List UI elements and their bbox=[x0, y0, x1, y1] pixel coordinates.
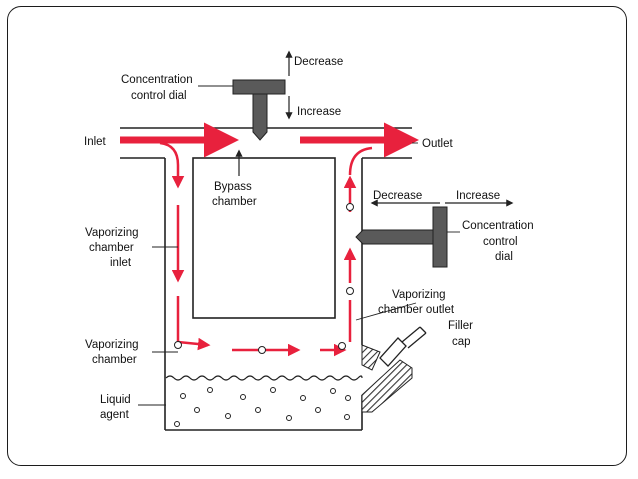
bypass-chamber-box bbox=[192, 157, 336, 319]
decrease-right-label: Decrease bbox=[373, 190, 422, 202]
increase-right-label: Increase bbox=[456, 190, 500, 202]
right-control-dial[interactable] bbox=[355, 206, 448, 268]
vaporizing-chamber-label-line2: chamber bbox=[92, 354, 137, 366]
inlet-label: Inlet bbox=[84, 136, 107, 148]
filler-cap-label-line1: Filler bbox=[448, 320, 473, 332]
slide-frame bbox=[7, 6, 627, 466]
liquid-bubbles bbox=[174, 387, 351, 427]
right-dial-label-line3: dial bbox=[495, 251, 513, 263]
top-dial-label-line1: Concentration bbox=[121, 74, 193, 86]
liquid-surface bbox=[165, 375, 363, 381]
filler-cap-label-line2: cap bbox=[452, 336, 471, 348]
flow-markers bbox=[174, 203, 354, 354]
vaporizing-outlet-label-line2: chamber outlet bbox=[378, 304, 455, 316]
right-dial-label-line1: Concentration bbox=[462, 220, 534, 232]
direction-arrows bbox=[235, 50, 514, 207]
right-dial-label-line2: control bbox=[483, 236, 518, 248]
decrease-top-label: Decrease bbox=[294, 56, 343, 68]
vaporizing-inlet-label-line2: chamber bbox=[89, 242, 134, 254]
top-control-dial[interactable] bbox=[232, 79, 286, 141]
increase-top-label: Increase bbox=[297, 106, 341, 118]
outlet-label: Outlet bbox=[422, 138, 453, 150]
liquid-agent-label-line2: agent bbox=[100, 409, 130, 421]
top-dial-label-line2: control dial bbox=[131, 90, 187, 102]
vaporizing-outlet-label-line1: Vaporizing bbox=[392, 289, 446, 301]
bypass-label-line2: chamber bbox=[212, 196, 257, 208]
leader-lines bbox=[138, 85, 460, 406]
bypass-label-line1: Bypass bbox=[214, 181, 252, 193]
vaporizing-inlet-label-line1: Vaporizing bbox=[85, 227, 139, 239]
filler-cap bbox=[361, 326, 427, 413]
vaporizing-inlet-label-line3: inlet bbox=[110, 257, 132, 269]
vaporizing-chamber-label-line1: Vaporizing bbox=[85, 339, 139, 351]
liquid-agent-label-line1: Liquid bbox=[100, 394, 131, 406]
